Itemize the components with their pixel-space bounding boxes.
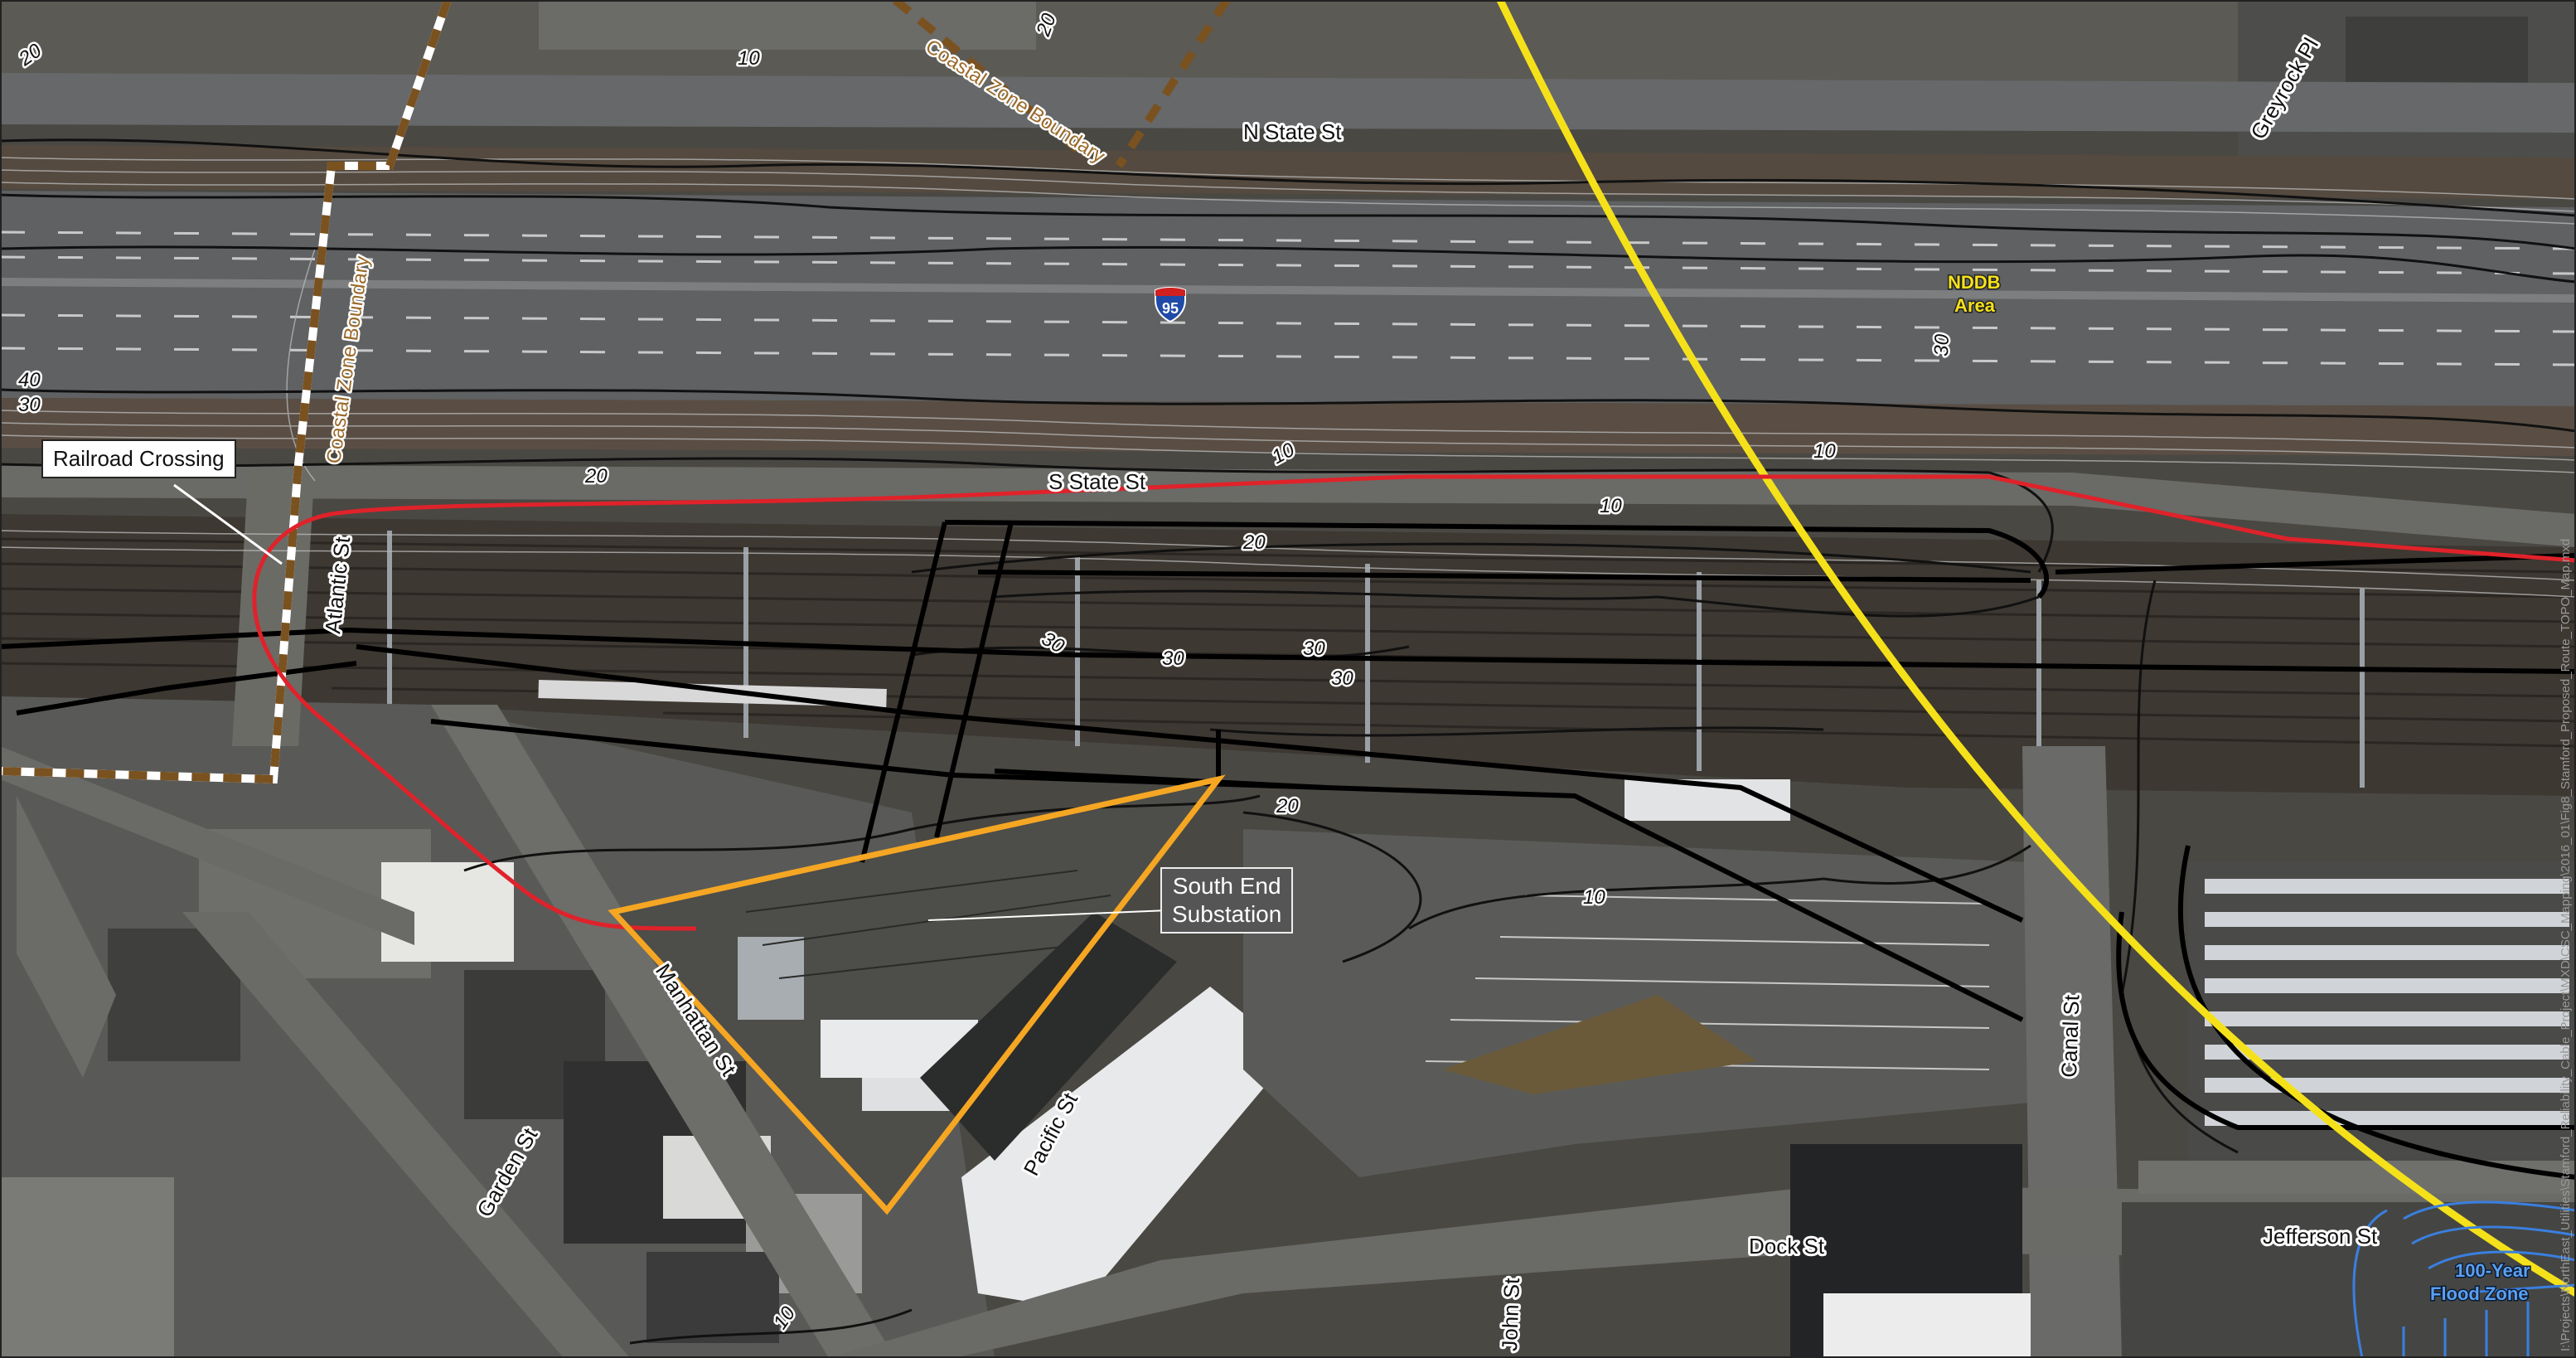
substation-label-line1: South End [1172, 873, 1281, 899]
nddb-boundary [1496, 0, 2576, 1297]
map-document-path: I:\Projects\NorthEast_Utilities\Stamford… [2559, 539, 2573, 1351]
proposed-route [252, 474, 2576, 931]
label-jefferson-st: Jefferson St [2263, 1224, 2378, 1249]
garden-street [182, 912, 630, 1358]
contour-label: 30 [1930, 333, 1954, 356]
manhattan-street [431, 705, 895, 1358]
label-flood-line1: 100-Year [2455, 1260, 2530, 1281]
label-nddb-line1: NDDB [1948, 272, 2001, 293]
substation-boundary [608, 774, 1226, 1215]
svg-text:95: 95 [1162, 300, 1179, 317]
label-nddb-line2: Area [1954, 295, 1996, 316]
label-canal-st: Canal St [2056, 994, 2084, 1078]
s-state-street [0, 464, 2576, 547]
coastal-zone-boundary [0, 0, 1231, 784]
railroad-crossing-leader [173, 483, 283, 565]
contour-label: 30 [1303, 638, 1325, 660]
label-n-state-st: N State St [1243, 119, 1342, 144]
embankment-south [0, 398, 2576, 456]
railroad-crossing-callout: Railroad Crossing [41, 439, 236, 478]
contour-label: 30 [1162, 647, 1184, 670]
label-flood-line2: Flood Zone [2430, 1283, 2529, 1304]
contour-label: 20 [1276, 795, 1299, 817]
substation-yard [613, 779, 1218, 1210]
contour-label: 30 [1331, 667, 1353, 690]
contour-label: 10 [1813, 440, 1836, 463]
interstate-95-shield: 95 [1155, 287, 1186, 323]
contour-label: 10 [1600, 495, 1622, 517]
contour-label: 30 [18, 394, 41, 416]
label-s-state-st: S State St [1048, 469, 1146, 494]
label-john-st: John St [1497, 1277, 1524, 1351]
contour-label: 20 [584, 465, 608, 487]
structure-lines [0, 520, 2576, 1180]
pacific-building [961, 987, 1293, 1310]
contour-label: 20 [1242, 531, 1266, 554]
south-end-substation-callout: South End Substation [1160, 867, 1294, 934]
substation-label-line2: Substation [1172, 901, 1282, 927]
n-state-street [0, 73, 2576, 133]
contour-label: 10 [738, 47, 760, 70]
label-dock-st: Dock St [1749, 1234, 1825, 1259]
contour-lines-thin [0, 157, 2576, 598]
contour-label: 40 [18, 369, 41, 391]
flood-zone [2352, 1200, 2576, 1358]
substation-leader [927, 909, 1169, 921]
contour-label: 10 [1583, 886, 1605, 909]
